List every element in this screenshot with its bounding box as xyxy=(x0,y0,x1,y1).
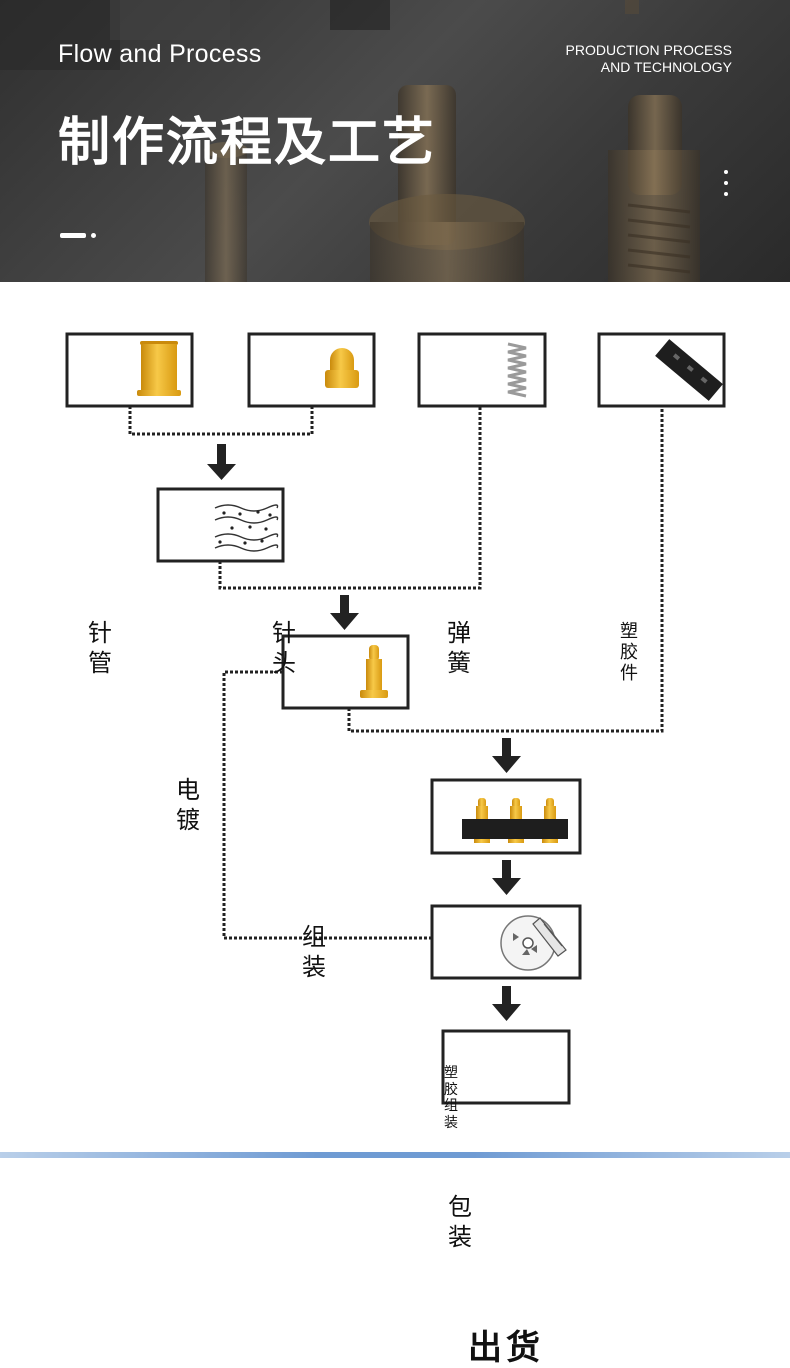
hero-banner: Flow and Process PRODUCTION PROCESS AND … xyxy=(0,0,790,282)
tagline-line-1: PRODUCTION PROCESS xyxy=(565,42,732,58)
label-plating-char-1: 电 xyxy=(176,776,200,804)
label-assembly: 组 装 xyxy=(302,922,326,982)
assembled-pin-icon xyxy=(360,645,388,698)
plastic-assembly-icon xyxy=(462,798,568,843)
arrow-to-assembly xyxy=(330,595,359,630)
connector-plating-spring xyxy=(218,406,482,590)
packing-reel-icon xyxy=(500,915,567,971)
label-plastic-assembly-char-2: 胶 xyxy=(444,1081,458,1098)
box-spring xyxy=(417,332,547,408)
pogo-pin-background-image xyxy=(0,0,700,282)
arrow-to-shipping xyxy=(492,986,521,1021)
flow-connectors xyxy=(65,332,726,1105)
title-underline-dash xyxy=(60,233,86,238)
title-underline-dot xyxy=(91,233,96,238)
label-pin-tube-char-2: 管 xyxy=(88,649,112,677)
label-plastic-assembly-char-3: 组 xyxy=(444,1098,458,1114)
label-plating-char-2: 镀 xyxy=(176,806,200,834)
label-assembly-char-2: 装 xyxy=(302,953,326,981)
label-spring-char-2: 簧 xyxy=(447,649,471,677)
label-plastic-assembly: 塑 胶 组 装 xyxy=(444,1065,458,1131)
label-packing: 包 装 xyxy=(448,1192,472,1252)
arrow-to-plating xyxy=(207,444,236,480)
box-plating xyxy=(156,487,285,563)
bottom-accent-bar xyxy=(0,1152,790,1158)
process-flow-diagram: 针 管 针 头 弹 簧 塑 胶 件 电 镀 组 装 塑 胶 组 装 包 装 出货 xyxy=(0,282,790,1368)
label-plastic-char-1: 塑 xyxy=(620,621,638,642)
subtitle-english: Flow and Process xyxy=(58,40,262,68)
label-pin-head: 针 头 xyxy=(272,618,296,678)
label-pin-head-char-2: 头 xyxy=(272,649,296,677)
arrow-to-plastic-assembly xyxy=(492,738,521,773)
tagline-line-2: AND TECHNOLOGY xyxy=(600,59,732,75)
spring-icon xyxy=(507,342,527,398)
label-spring-char-1: 弹 xyxy=(447,619,471,647)
connector-assembly-plastic xyxy=(347,406,664,733)
label-pin-head-char-1: 针 xyxy=(272,619,296,647)
label-plating: 电 镀 xyxy=(176,775,200,835)
label-plastic-assembly-char-1: 塑 xyxy=(444,1065,458,1081)
vertical-dots-icon xyxy=(724,170,730,203)
label-plastic-assembly-char-4: 装 xyxy=(444,1114,458,1131)
label-pin-tube: 针 管 xyxy=(88,618,112,678)
tagline: PRODUCTION PROCESS AND TECHNOLOGY xyxy=(472,42,732,76)
label-shipping: 出货 xyxy=(468,1328,544,1368)
label-pin-tube-char-1: 针 xyxy=(88,619,112,647)
label-assembly-char-1: 组 xyxy=(302,923,326,951)
pin-head-icon xyxy=(325,348,359,388)
pin-tube-icon xyxy=(137,341,181,396)
connector-assembly-packing xyxy=(222,670,432,940)
arrow-to-packing xyxy=(492,860,521,895)
label-packing-char-2: 装 xyxy=(448,1223,472,1251)
label-plastic: 塑 胶 件 xyxy=(620,621,638,684)
label-plastic-char-2: 胶 xyxy=(620,642,638,663)
plastic-strip-icon xyxy=(655,339,723,401)
page-title: 制作流程及工艺 xyxy=(58,113,437,173)
box-shipping xyxy=(441,1029,571,1105)
label-plastic-char-3: 件 xyxy=(620,663,638,684)
box-assembly xyxy=(281,634,410,710)
connector-tube-head xyxy=(128,406,314,436)
label-packing-char-1: 包 xyxy=(448,1193,472,1221)
label-spring: 弹 簧 xyxy=(447,618,471,678)
plating-waves-icon xyxy=(214,504,279,552)
